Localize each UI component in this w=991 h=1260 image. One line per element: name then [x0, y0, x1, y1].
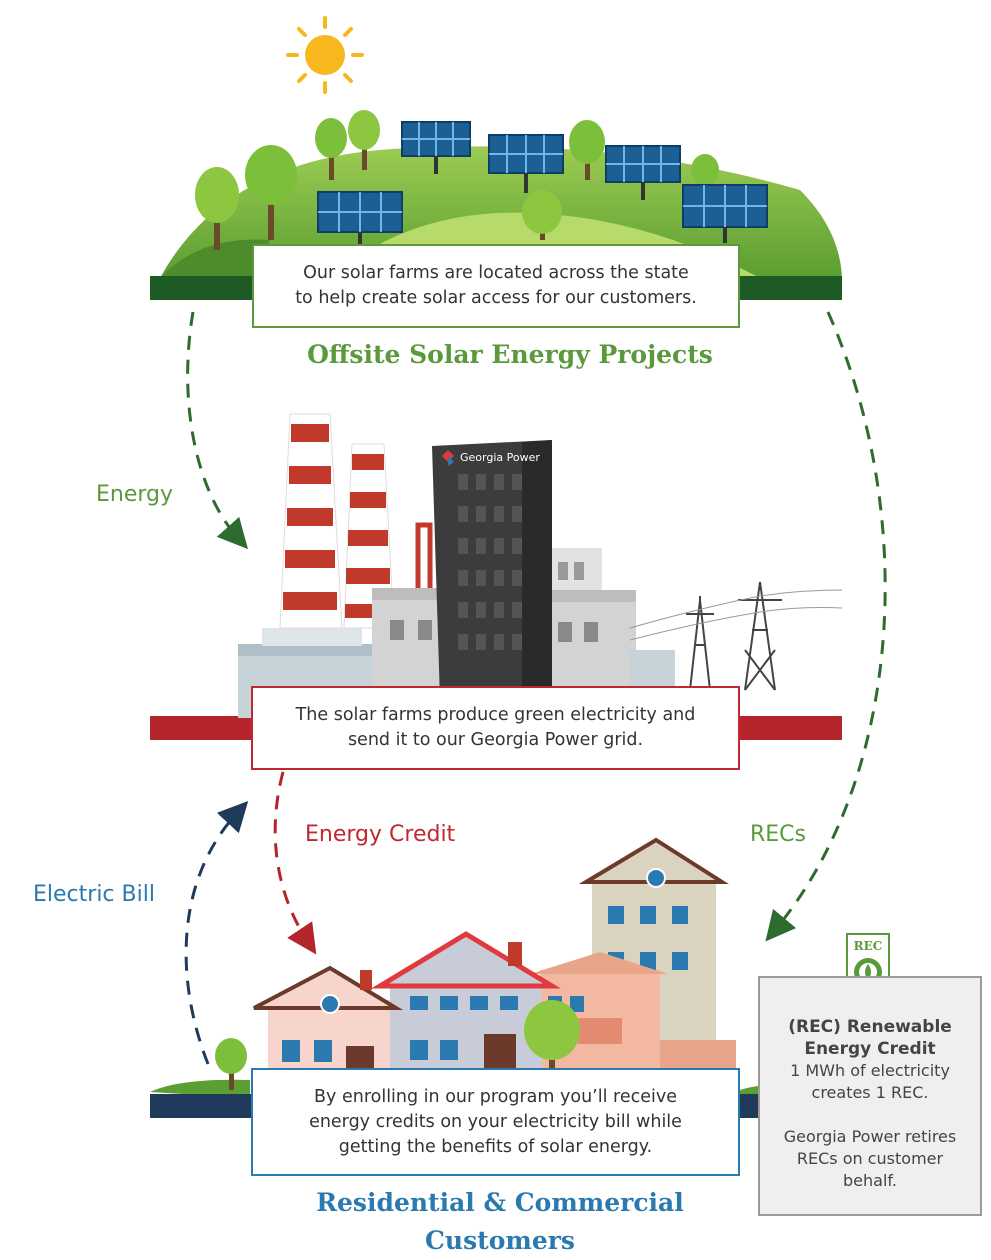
energy-credit-label: Energy Credit — [305, 822, 456, 847]
tree-icon — [245, 145, 297, 240]
rec-card-text: creates 1 REC. — [811, 1083, 929, 1102]
solar-panel-icon — [317, 191, 403, 246]
energy-credit-flow-arrow — [273, 771, 317, 955]
rec-card-text: Georgia Power retires — [783, 1127, 957, 1146]
rec-card-text: RECs on customer — [796, 1149, 944, 1168]
rec-badge-label: REC — [854, 939, 883, 953]
solar-description-line: Our solar farms are located across the s… — [303, 263, 689, 283]
tree-icon — [691, 154, 719, 195]
customers-description: By enrolling in our program you’ll recei… — [251, 1068, 740, 1176]
tree-icon — [569, 120, 605, 180]
sun-icon — [286, 16, 364, 94]
solar-panel-icon — [682, 184, 768, 243]
solar-panel-icon — [488, 134, 564, 193]
customers-description-line: By enrolling in our program you’ll recei… — [314, 1086, 677, 1107]
customers-section-title: Residential & Commercial Customers — [230, 1184, 770, 1260]
customers-title-line: Residential & Commercial — [316, 1188, 684, 1217]
rec-card-heading: Energy Credit — [804, 1039, 936, 1059]
recs-flow-arrow — [765, 311, 887, 942]
tree-icon — [348, 110, 380, 170]
transmission-tower-icon — [629, 581, 843, 691]
rec-card-text: 1 MWh of electricity — [790, 1061, 950, 1080]
electric-bill-label: Electric Bill — [33, 882, 155, 907]
customers-description-line: getting the benefits of solar energy. — [338, 1136, 653, 1157]
electric-bill-flow-arrow — [184, 800, 249, 1065]
grid-description-line: send it to our Georgia Power grid. — [347, 730, 644, 750]
solar-farms-description: Our solar farms are located across the s… — [252, 244, 740, 328]
solar-panel-icon — [605, 145, 681, 200]
tree-icon — [522, 190, 562, 240]
rec-card-heading: (REC) Renewable — [788, 1017, 952, 1037]
grid-description-line: The solar farms produce green electricit… — [295, 705, 696, 725]
rec-info-card: (REC) Renewable Energy Credit 1 MWh of e… — [758, 976, 982, 1216]
tree-icon — [195, 167, 239, 250]
office-tower: Georgia Power — [432, 440, 552, 700]
tree-icon — [524, 1000, 580, 1080]
solar-panel-icon — [401, 121, 471, 174]
grid-description: The solar farms produce green electricit… — [251, 686, 740, 770]
recs-label: RECs — [750, 822, 807, 847]
energy-flow-arrow — [186, 311, 249, 550]
solar-description-line: to help create solar access for our cust… — [295, 288, 697, 308]
rec-card-text: behalf. — [843, 1171, 897, 1190]
georgia-power-logo-icon — [442, 450, 454, 466]
energy-label: Energy — [96, 482, 174, 507]
customers-description-line: energy credits on your electricity bill … — [309, 1111, 682, 1132]
chimney-icon — [279, 413, 343, 629]
tree-icon — [215, 1038, 247, 1090]
tree-icon — [315, 118, 347, 180]
georgia-power-sign: Georgia Power — [460, 451, 540, 464]
customers-title-line: Customers — [425, 1226, 575, 1255]
solar-section-title: Offsite Solar Energy Projects — [307, 340, 713, 369]
